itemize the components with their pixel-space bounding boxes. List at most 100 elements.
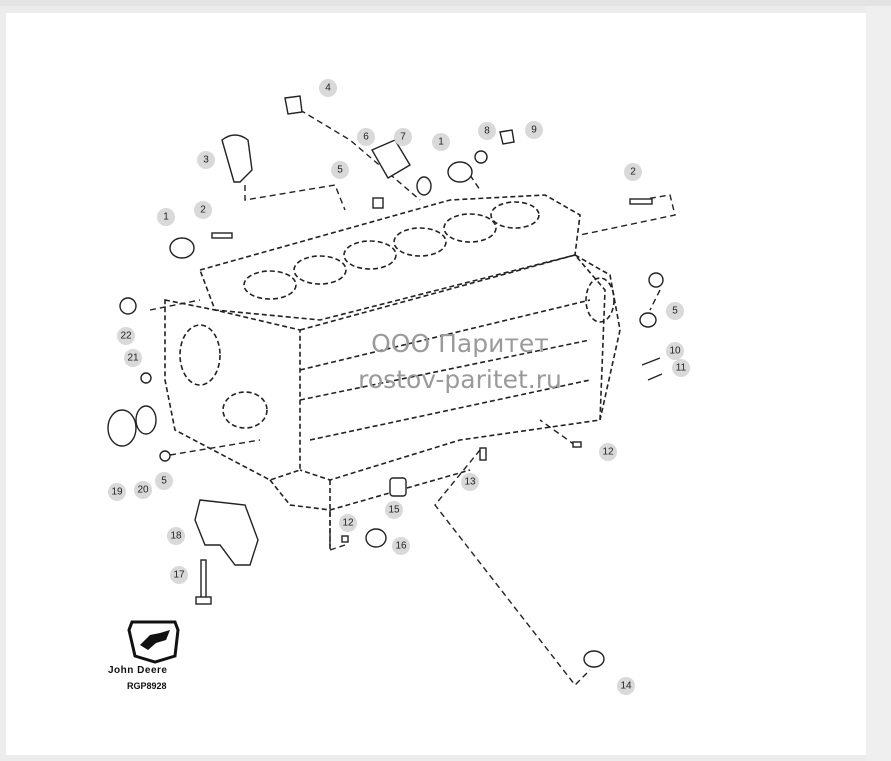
callout-number: 12 xyxy=(342,518,354,529)
part-7 xyxy=(416,176,432,196)
callout-c18: 18 xyxy=(167,527,185,545)
engine-block-outline xyxy=(164,194,621,550)
part-5-lower xyxy=(159,450,171,462)
callout-number: 4 xyxy=(325,83,331,94)
callout-c1a: 1 xyxy=(432,133,450,151)
callout-number: 14 xyxy=(620,681,632,692)
callout-c5b: 5 xyxy=(666,302,684,320)
callout-c2b: 2 xyxy=(194,201,212,219)
leaping-deer-icon xyxy=(140,630,170,650)
callout-c22: 22 xyxy=(117,327,135,345)
callout-number: 22 xyxy=(120,331,132,342)
callout-c6: 6 xyxy=(357,128,375,146)
callout-bubble xyxy=(672,359,690,377)
callout-number: 5 xyxy=(672,306,678,317)
part-1-left xyxy=(169,237,195,259)
callout-bubble xyxy=(194,201,212,219)
callout-bubble xyxy=(157,208,175,226)
callout-bubble xyxy=(461,473,479,491)
callout-bubble xyxy=(170,566,188,584)
callout-bubble xyxy=(394,128,412,146)
part-17 xyxy=(200,559,207,599)
callout-c14: 14 xyxy=(617,677,635,695)
part-13 xyxy=(479,447,487,461)
part-19 xyxy=(107,409,137,447)
callout-number: 5 xyxy=(337,165,343,176)
part-1-top xyxy=(447,161,473,183)
callout-number: 21 xyxy=(127,353,139,364)
part-4 xyxy=(284,95,303,115)
callout-bubble xyxy=(666,342,684,360)
part-6 xyxy=(371,139,411,179)
callout-number: 5 xyxy=(161,476,167,487)
callout-bubble xyxy=(319,79,337,97)
callout-number: 1 xyxy=(438,137,444,148)
callout-number: 2 xyxy=(200,205,206,216)
callout-number: 12 xyxy=(602,447,614,458)
callout-c13: 13 xyxy=(461,473,479,491)
leader-lines xyxy=(149,109,676,687)
callout-bubble xyxy=(617,677,635,695)
part-5-top xyxy=(372,197,384,209)
callout-number: 7 xyxy=(400,132,406,143)
callout-number: 19 xyxy=(111,487,123,498)
callout-number: 11 xyxy=(676,363,687,374)
callout-bubble xyxy=(197,151,215,169)
part-21 xyxy=(140,372,152,384)
callout-number: 3 xyxy=(203,155,209,166)
watermark: ООО Паритет rostov-paritet.ru xyxy=(340,326,580,398)
callout-c11: 11 xyxy=(672,359,690,377)
callout-number: 20 xyxy=(137,485,149,496)
callout-number: 15 xyxy=(388,505,400,516)
callout-c8: 8 xyxy=(478,122,496,140)
part-14 xyxy=(583,650,605,668)
watermark-site: rostov-paritet.ru xyxy=(358,365,562,394)
callout-bubble xyxy=(392,537,410,555)
scrollbar-track[interactable] xyxy=(866,6,891,761)
part-17-head xyxy=(195,596,212,605)
part-22 xyxy=(119,297,137,315)
callout-c16: 16 xyxy=(392,537,410,555)
diagram-code: RGP8928 xyxy=(127,681,167,691)
part-16 xyxy=(365,528,387,548)
callout-number: 16 xyxy=(395,541,407,552)
callout-bubble xyxy=(134,481,152,499)
watermark-company: ООО Паритет xyxy=(371,329,549,358)
part-11 xyxy=(647,373,663,381)
callout-number: 8 xyxy=(484,126,490,137)
callout-number: 17 xyxy=(173,570,185,581)
callout-bubble xyxy=(155,472,173,490)
callout-c17: 17 xyxy=(170,566,188,584)
part-5-right-b xyxy=(639,312,657,328)
callout-c9: 9 xyxy=(525,121,543,139)
part-2-left xyxy=(211,232,233,239)
callout-bubble xyxy=(385,501,403,519)
callout-c15: 15 xyxy=(385,501,403,519)
logo-brand: John Deere xyxy=(108,665,167,676)
callout-bubble xyxy=(432,133,450,151)
part-12-right xyxy=(572,441,582,448)
callout-bubble xyxy=(624,163,642,181)
callout-number: 1 xyxy=(163,212,169,223)
part-15 xyxy=(389,477,407,497)
part-5-right-a xyxy=(648,272,664,288)
callout-number: 9 xyxy=(531,125,537,136)
part-12-lower xyxy=(341,535,349,543)
part-18 xyxy=(194,499,259,566)
callout-c12a: 12 xyxy=(599,443,617,461)
callout-number: 2 xyxy=(630,167,636,178)
callout-bubble xyxy=(331,161,349,179)
callout-bubble xyxy=(666,302,684,320)
callout-bubble xyxy=(117,327,135,345)
part-10 xyxy=(641,357,661,366)
callout-bubble xyxy=(167,527,185,545)
callout-number: 6 xyxy=(363,132,369,143)
callout-number: 18 xyxy=(170,531,182,542)
john-deere-logo: John Deere RGP8928 xyxy=(108,620,180,691)
callout-bubble xyxy=(108,483,126,501)
part-20 xyxy=(135,405,157,435)
part-8 xyxy=(474,150,488,164)
part-2-right xyxy=(629,198,653,205)
